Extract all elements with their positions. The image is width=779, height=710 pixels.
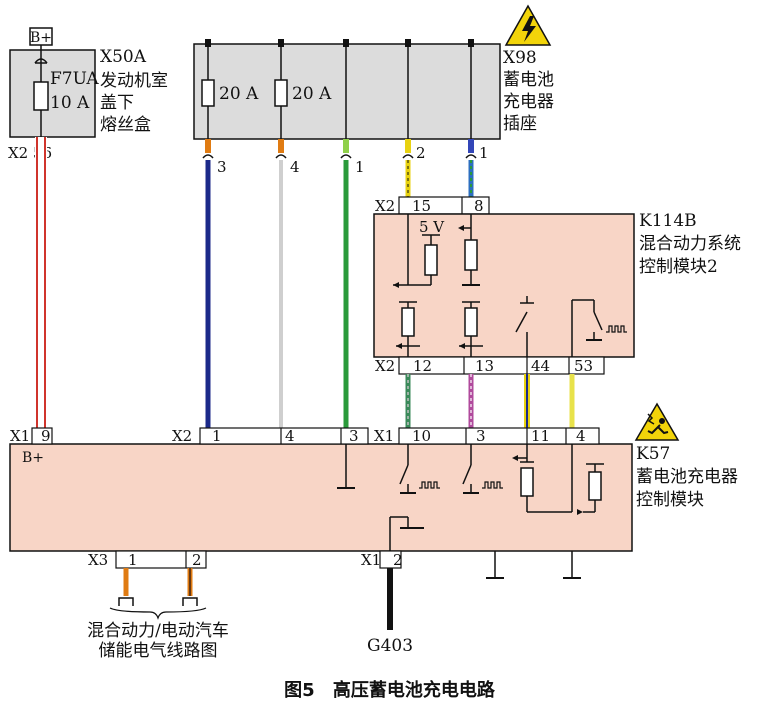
k57-x3-label: X3: [88, 551, 108, 569]
k114b-voltage: 5 V: [419, 218, 445, 236]
ground-label: G403: [367, 636, 413, 656]
k57-bplus: B+: [22, 450, 44, 466]
fuse-icon: [33, 81, 49, 111]
x98-pin-3: 3: [217, 158, 227, 176]
k57-name-line2: 控制模块: [636, 490, 704, 510]
switch-icon: [593, 311, 603, 331]
k57-outline: [9, 443, 633, 552]
x98-pin-2: 2: [416, 144, 426, 162]
k57-module: [9, 427, 633, 630]
reference-line1: 混合动力/电动汽车: [87, 621, 229, 641]
k57-x1-third-label: X1: [361, 551, 381, 569]
k57-x2-pin-4: 4: [285, 427, 295, 445]
fuse-box-outline: [9, 49, 96, 138]
x98-name-line1: 蓄电池: [503, 70, 554, 90]
k57-x2-pin-3: 3: [349, 427, 359, 445]
x98-pin-1: 1: [355, 158, 365, 176]
x98-pin-4: 4: [290, 158, 300, 176]
red-supply-wire: [35, 137, 47, 444]
fuse-icon: [274, 79, 288, 107]
reference-bracket: [109, 607, 207, 620]
x98-charger-socket: 20 A 20 A: [193, 39, 501, 140]
figure-title: 高压蓄电池充电电路: [332, 680, 495, 701]
switch-icon: [515, 296, 534, 357]
switch-icon: [399, 464, 409, 485]
fuse-id: F7UA: [50, 69, 99, 89]
reference-line2: 储能电气线路图: [99, 641, 218, 661]
fuse-rating: 10 A: [50, 93, 90, 113]
x50a-name-line2: 盖下: [100, 93, 134, 113]
k57-x3-pin-1: 1: [128, 551, 138, 569]
k114b-pin-13: 13: [475, 357, 494, 375]
figure-number: 图5: [284, 680, 315, 701]
k57-pin-10: 10: [412, 427, 431, 445]
fuse-icon: [201, 79, 215, 107]
k114b-pin-8: 8: [474, 197, 484, 215]
k114b-x2-top-label: X2: [375, 197, 395, 215]
k57-id: K57: [636, 444, 670, 464]
k114b-bottom-connector: [398, 356, 605, 375]
k114b-x2-bottom-label: X2: [375, 357, 395, 375]
k57-pin-11: 11: [531, 427, 550, 445]
x50a-name-line3: 熔丝盒: [100, 115, 151, 135]
k57-pin-9: 9: [41, 427, 51, 445]
k114b-pin-12: 12: [413, 357, 432, 375]
bplus-label: B+: [30, 30, 52, 46]
x98-outline: [193, 43, 501, 140]
k57-x1-second-label: X1: [374, 427, 394, 445]
k57-name-line1: 蓄电池充电器: [636, 467, 738, 487]
pwm-signal-icon: [482, 481, 503, 489]
k57-pin-4: 4: [576, 427, 586, 445]
x50a-fuse-box: B+ F7UA 10 A: [9, 27, 99, 138]
high-voltage-warning-icon: [504, 4, 552, 46]
k114b-module: [373, 196, 635, 375]
k114b-name-line1: 混合动力系统: [639, 234, 741, 254]
k57-x3-pin-2: 2: [192, 551, 202, 569]
electric-shock-warning-icon: [634, 402, 680, 441]
k57-x2-pin-1: 1: [212, 427, 222, 445]
k114b-id: K114B: [639, 211, 697, 231]
k57-pin-3: 3: [476, 427, 486, 445]
x98-name-line2: 充电器: [503, 92, 554, 112]
pwm-signal-icon: [606, 325, 627, 333]
k57-x1-label: X1: [10, 427, 30, 445]
figure-caption: 图5 高压蓄电池充电电路: [0, 676, 779, 702]
k114b-pin-44: 44: [531, 357, 550, 375]
x98-fuse-right-rating: 20 A: [292, 84, 332, 104]
x50a-name-line1: 发动机室: [100, 71, 168, 91]
x98-name-line3: 插座: [503, 114, 537, 134]
k57-x2-label: X2: [172, 427, 192, 445]
k57-x1-pin-2: 2: [393, 551, 403, 569]
switch-icon: [462, 464, 472, 485]
k114b-pin-15: 15: [412, 197, 431, 215]
x98-pin-1b: 1: [479, 144, 489, 162]
pwm-signal-icon: [419, 481, 440, 489]
x50a-id: X50A: [100, 47, 147, 67]
k114b-pin-53: 53: [574, 357, 593, 375]
k114b-outline: [373, 213, 635, 358]
x98-id: X98: [503, 48, 537, 68]
k114b-name-line2: 控制模块2: [639, 257, 718, 277]
x98-fuse-left-rating: 20 A: [219, 84, 259, 104]
